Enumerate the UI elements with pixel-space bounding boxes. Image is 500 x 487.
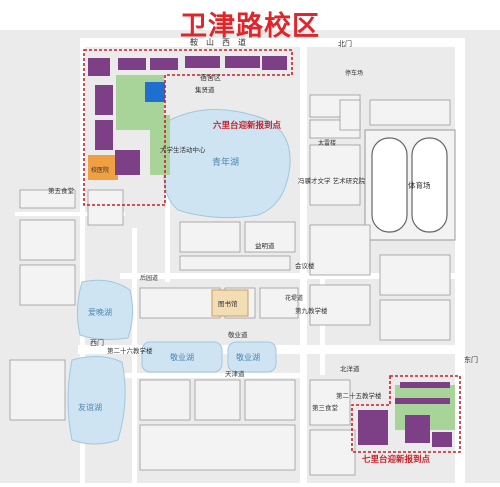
building26-label: 第二十六教学楼 bbox=[107, 346, 153, 355]
map-labels: 鞍 山 西 道 北门 东门 西门 敬业道 北洋道 天津道 益明道 集贤道 花堤道… bbox=[48, 37, 478, 465]
track-1 bbox=[371, 137, 408, 233]
lake-ailian-label: 爱晚湖 bbox=[88, 307, 112, 317]
lake-jingye-label-1: 敬业湖 bbox=[170, 352, 194, 362]
school-hospital-label: 校医院 bbox=[91, 166, 109, 174]
building9-label: 第九教学楼 bbox=[295, 306, 328, 315]
blue-building bbox=[145, 82, 165, 102]
water-bodies bbox=[67, 109, 291, 445]
road-anshan-west: 鞍 山 西 道 bbox=[190, 37, 246, 47]
seven-li-boundary bbox=[351, 375, 461, 453]
lake-jingye-label-2: 敬业湖 bbox=[236, 352, 260, 362]
stadium-label: 体育场 bbox=[408, 180, 431, 190]
feng-institute-label: 冯骥才文学 艺术研究院 bbox=[298, 176, 366, 185]
lake-qingnian-label: 青年湖 bbox=[212, 156, 239, 168]
parking-label: 停车场 bbox=[345, 69, 363, 77]
buildings bbox=[9, 94, 451, 476]
canteen3-label: 第三食堂 bbox=[312, 403, 339, 412]
dorm-area-label: 宿舍区 bbox=[200, 73, 221, 82]
page-title: 卫津路校区 bbox=[180, 11, 320, 42]
six-li-boundary bbox=[83, 49, 293, 206]
road-jingye: 敬业道 bbox=[228, 330, 248, 339]
lake-jingye-2 bbox=[227, 341, 277, 373]
seven-li-label: 七里台迎新报到点 bbox=[362, 454, 431, 465]
lake-youyi-label: 友谊湖 bbox=[78, 402, 102, 412]
taileilou-label: 太雷楼 bbox=[318, 139, 336, 147]
southeast-dorm-area bbox=[351, 375, 461, 453]
road-tianjin: 天津道 bbox=[225, 369, 245, 378]
school-hospital-block bbox=[88, 155, 118, 180]
road-yiming: 益明道 bbox=[255, 241, 275, 250]
hall-label: 会议楼 bbox=[295, 261, 315, 270]
library-label: 图书馆 bbox=[218, 299, 238, 308]
gate-east: 东门 bbox=[464, 355, 478, 364]
road-huayuan: 花堤道 bbox=[285, 294, 303, 302]
road-houyuan: 后园道 bbox=[140, 274, 158, 282]
student-center-label: 大学生活动中心 bbox=[160, 145, 206, 154]
road-beiyang: 北洋道 bbox=[340, 364, 360, 373]
building25-label: 第二十五教学楼 bbox=[336, 391, 382, 400]
library-building bbox=[211, 289, 249, 317]
track-2 bbox=[411, 137, 448, 233]
canteen5-label: 第五食堂 bbox=[48, 186, 75, 195]
lake-youyi bbox=[67, 356, 126, 445]
gate-west: 西门 bbox=[90, 338, 104, 347]
lake-ailian bbox=[76, 279, 134, 340]
lake-jingye-1 bbox=[141, 341, 223, 373]
road-jiji: 集贤道 bbox=[195, 85, 215, 94]
north-dorm-area bbox=[83, 49, 293, 206]
gate-north: 北门 bbox=[338, 39, 352, 48]
six-li-label: 六里台迎新报到点 bbox=[213, 120, 282, 131]
stadium-area bbox=[364, 129, 456, 241]
